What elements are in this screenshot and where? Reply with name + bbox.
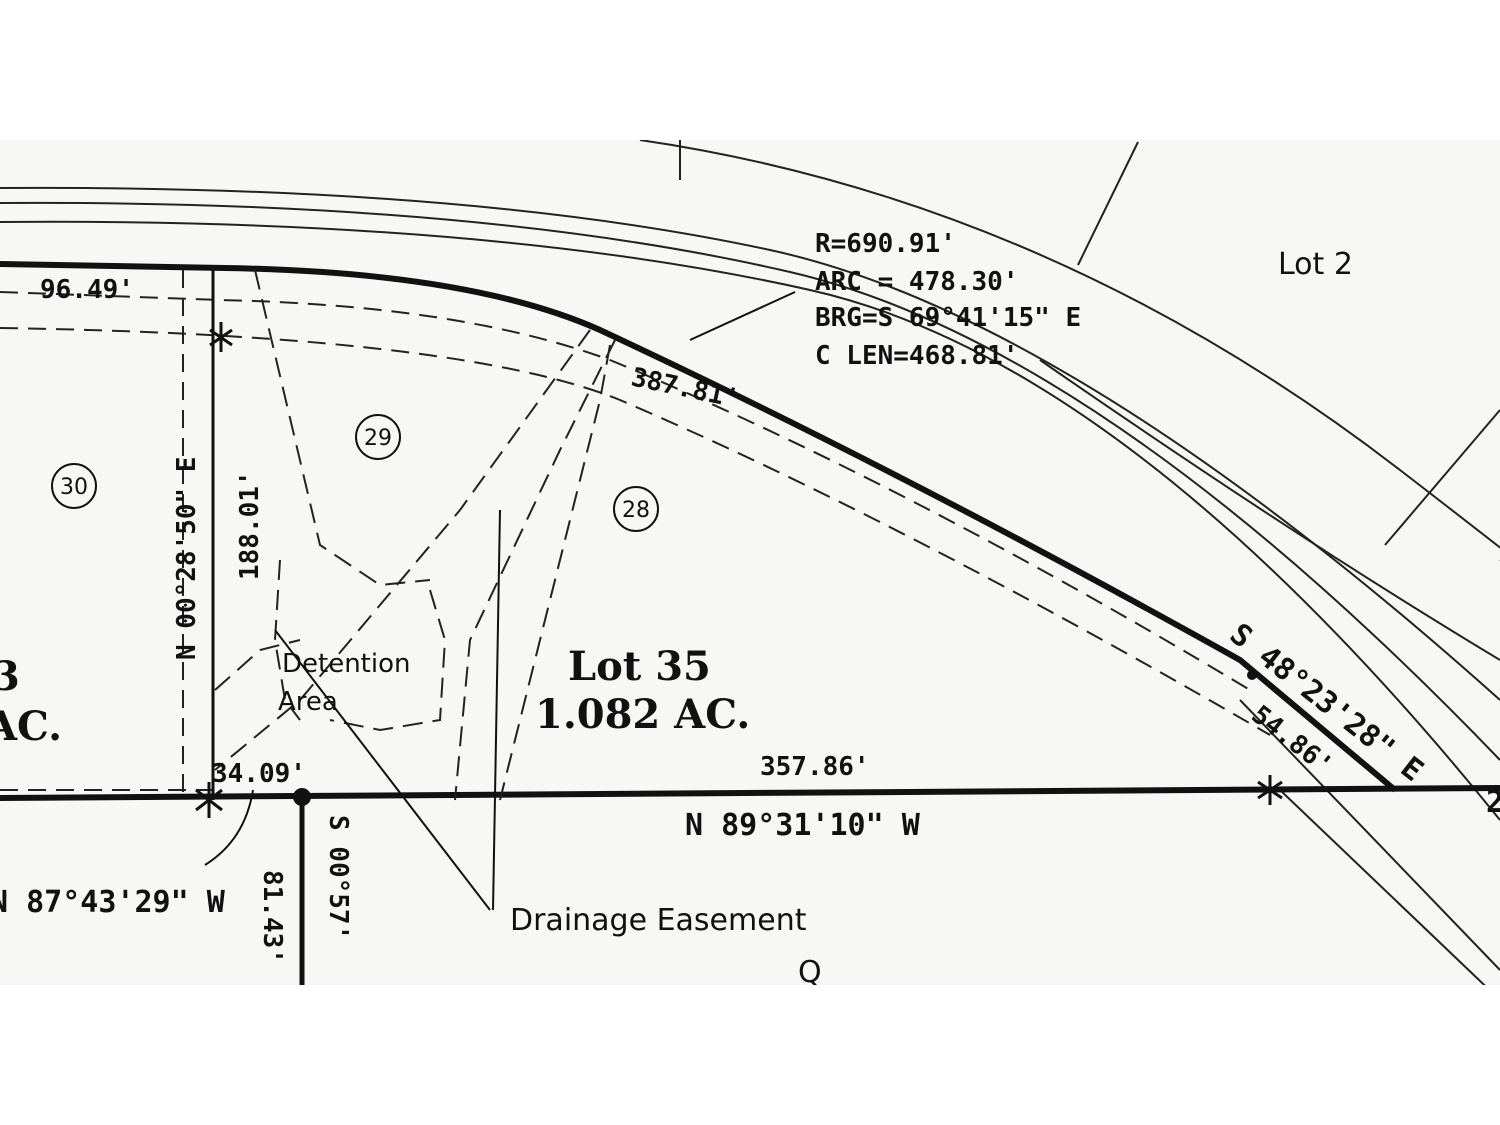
boundary-curve xyxy=(0,261,1397,793)
road-arcs xyxy=(0,139,1500,821)
dim-bottom-short: 34.09' xyxy=(212,759,306,789)
monument xyxy=(293,788,311,806)
dim-vertical-length: 188.01' xyxy=(235,470,265,580)
lot-partial-number: 3 xyxy=(0,653,20,700)
lot-partial-area: AC. xyxy=(0,703,62,750)
detention-leader xyxy=(274,629,491,911)
dim-top-left: 96.49' xyxy=(40,275,134,305)
frame-bottom xyxy=(0,985,1500,1125)
lot-circle-29: 29 xyxy=(355,414,401,460)
road-lower-right-2 xyxy=(1279,789,1500,1001)
paper xyxy=(0,140,1500,985)
road-lower-right xyxy=(1239,699,1500,971)
bottom-boundary xyxy=(0,785,1500,801)
drainage-label: Drainage Easement xyxy=(510,903,807,938)
bottom-fragment: Q xyxy=(798,955,822,990)
corner-dot xyxy=(1247,670,1257,680)
easement-lines xyxy=(214,269,616,801)
curve-radius: R=690.91' xyxy=(815,229,956,259)
dim-bottom-bearing: N 89°31'10" W xyxy=(685,808,921,843)
lot-number-30: 30 xyxy=(60,475,88,500)
lot-2-label: Lot 2 xyxy=(1278,247,1353,282)
setback-curve-1 xyxy=(0,291,1251,691)
frame-top xyxy=(0,0,1500,140)
curve-chord: C LEN=468.81' xyxy=(815,341,1019,371)
detention-label-2: Area xyxy=(278,687,338,717)
lot-circle-28: 28 xyxy=(613,486,659,532)
dim-vertical-bearing: N 00°28'50" E xyxy=(172,457,202,661)
lot-35-area: 1.082 AC. xyxy=(535,691,750,738)
lot-number-29: 29 xyxy=(364,426,392,451)
lot-line-right xyxy=(1384,409,1500,546)
detention-label-1: Detention xyxy=(282,649,411,679)
lower-left-leader xyxy=(204,789,254,866)
dim-bottom-length: 357.86' xyxy=(760,752,870,782)
lot-number-28: 28 xyxy=(622,498,650,523)
curve-arc: ARC = 478.30' xyxy=(815,267,1019,297)
easement-solid xyxy=(492,509,501,911)
dim-down-length: 81.43' xyxy=(257,870,287,964)
dim-lower-left-bearing: N 87°43'29" W xyxy=(0,885,226,920)
lot-35-name: Lot 35 xyxy=(568,643,711,690)
lot-line-diag xyxy=(1077,141,1139,266)
dim-right-edge: 2 xyxy=(1486,785,1500,820)
survey-marks xyxy=(195,322,1283,818)
setback-curve-2 xyxy=(0,327,1271,736)
dim-down-bearing: S 00°57' xyxy=(323,815,353,940)
curve-bearing: BRG=S 69°41'15" E xyxy=(815,303,1081,333)
curve-leader xyxy=(689,291,796,341)
lot-circle-30: 30 xyxy=(51,463,97,509)
